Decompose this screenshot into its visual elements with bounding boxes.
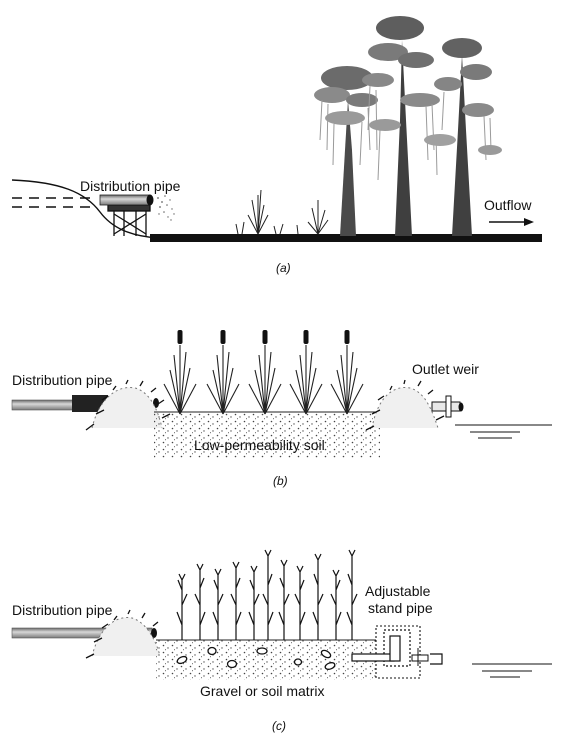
outlet-weir — [431, 395, 464, 418]
low-permeability-soil-label: Low-permeability soil — [194, 437, 325, 453]
pipe-spray — [157, 195, 175, 221]
lagoon-bank — [11, 179, 159, 239]
cattail-plants — [163, 330, 364, 415]
distribution-pipe — [99, 194, 151, 206]
stand-pipe-label-line1: Adjustable — [365, 583, 431, 599]
cypress-tree — [314, 66, 378, 236]
gravel-stones — [176, 646, 336, 670]
gravel-matrix-label: Gravel or soil matrix — [200, 683, 324, 699]
outflow-arrow — [489, 218, 534, 226]
distribution-pipe-label: Distribution pipe — [12, 372, 113, 388]
low-permeability-soil — [154, 412, 380, 458]
panel-c-caption: (c) — [272, 719, 286, 733]
pipe-outlet — [146, 194, 154, 206]
pipe-outlet — [151, 628, 157, 638]
receiving-water — [472, 663, 552, 678]
gravel-soil-matrix — [156, 640, 378, 680]
grass-clump — [235, 189, 329, 235]
stand-pipe-label-line2: stand pipe — [368, 600, 433, 616]
panel-b-caption: (b) — [273, 474, 288, 488]
panel-a-caption: (a) — [276, 261, 291, 275]
cypress-tree — [362, 16, 456, 236]
pipe-trestle — [107, 204, 151, 236]
cypress-tree — [434, 38, 502, 236]
inlet-berm — [85, 609, 161, 659]
outlet-weir-label: Outlet weir — [412, 361, 479, 377]
pipe-collar — [72, 395, 108, 412]
distribution-pipe-label: Distribution pipe — [80, 178, 181, 194]
panel-a: Distribution pipe Outflow (a) — [11, 16, 542, 275]
receiving-water — [455, 424, 552, 439]
reed-plants — [176, 549, 358, 640]
panel-c: Distribution pipe Adjustable stand pipe … — [11, 549, 552, 733]
adjustable-stand-pipe — [351, 625, 443, 679]
wetland-ground — [150, 234, 542, 242]
outlet-berm — [365, 379, 445, 431]
outflow-label: Outflow — [484, 197, 532, 213]
distribution-pipe-label: Distribution pipe — [12, 602, 113, 618]
panel-b: Distribution pipe Outlet weir Low-permea… — [11, 330, 552, 488]
